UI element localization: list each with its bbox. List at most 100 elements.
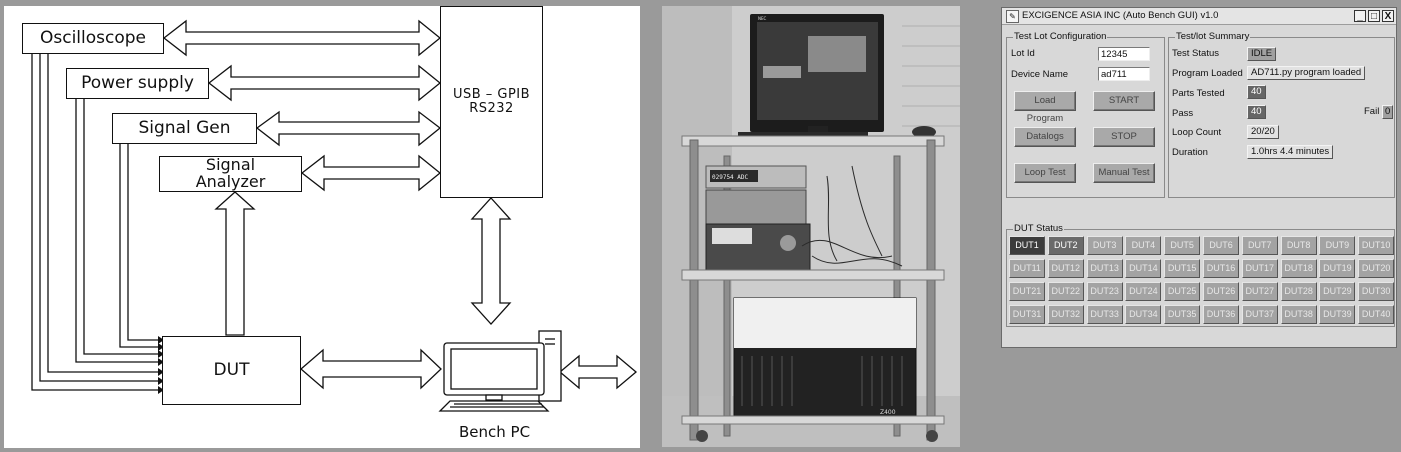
dut-button[interactable]: DUT40 [1358, 305, 1395, 324]
dut-box: DUT [162, 336, 301, 405]
signal-gen-box: Signal Gen [112, 113, 257, 144]
window-title: EXCIGENCE ASIA INC (Auto Bench GUI) v1.0 [1022, 10, 1219, 21]
dut-button[interactable]: DUT39 [1319, 305, 1356, 324]
test-status-label: Test Status [1172, 48, 1219, 59]
parts-tested-label: Parts Tested [1172, 88, 1225, 99]
dut-button[interactable]: DUT35 [1164, 305, 1201, 324]
bench-pc-label: Bench PC [459, 423, 531, 441]
parts-tested-value: 40 [1247, 85, 1266, 99]
monitor-brand: NEC [758, 16, 767, 21]
test-bench-photo: NEC 029754 ADC [662, 6, 960, 447]
device-name-field[interactable]: ad711 [1098, 67, 1150, 81]
dut-status-group: DUT Status [1006, 223, 1395, 327]
dut-button[interactable]: DUT16 [1203, 259, 1239, 278]
dut-button[interactable]: DUT3 [1086, 236, 1123, 255]
dut-button[interactable]: DUT7 [1241, 236, 1278, 255]
manual-test-button[interactable]: Manual Test [1093, 163, 1155, 183]
app-icon: ✎ [1006, 10, 1019, 23]
auto-bench-window: ✎ EXCIGENCE ASIA INC (Auto Bench GUI) v1… [1001, 7, 1397, 348]
pass-value: 40 [1247, 105, 1266, 119]
block-diagram: Oscilloscope Power supply Signal Gen Sig… [4, 6, 640, 448]
rs232-label: RS232 [469, 101, 514, 116]
oscilloscope-box: Oscilloscope [22, 23, 164, 54]
duration-value: 1.0hrs 4.4 minutes [1247, 145, 1334, 159]
dut-button[interactable]: DUT24 [1125, 282, 1162, 301]
minimize-button[interactable]: _ [1354, 10, 1366, 22]
lot-id-label: Lot Id [1011, 48, 1035, 59]
usb-gpib-box: USB – GPIB RS232 [440, 6, 543, 198]
arrow-sg-gpib [255, 110, 442, 147]
maximize-button[interactable]: □ [1368, 10, 1380, 22]
arrow-sa-gpib [300, 154, 442, 192]
close-button[interactable]: X [1382, 10, 1394, 22]
test-lot-summary-group: Test/lot Summary [1168, 31, 1395, 198]
arrow-osc-gpib [162, 19, 442, 57]
dut-button[interactable]: DUT34 [1125, 305, 1162, 324]
dut-button[interactable]: DUT23 [1086, 282, 1123, 301]
dut-button[interactable]: DUT28 [1280, 282, 1317, 301]
arrow-pc-out [558, 354, 638, 390]
signal-analyzer-box: Signal Analyzer [159, 156, 302, 192]
arrow-gpib-pc [470, 197, 512, 325]
dut-button[interactable]: DUT29 [1319, 282, 1356, 301]
dut-button[interactable]: DUT36 [1203, 305, 1239, 324]
dut-button[interactable]: DUT12 [1047, 259, 1084, 278]
dut-button[interactable]: DUT11 [1009, 259, 1045, 278]
dut-button[interactable]: DUT27 [1241, 282, 1278, 301]
loop-count-label: Loop Count [1172, 127, 1222, 138]
dut-button[interactable]: DUT33 [1086, 305, 1123, 324]
diagram-connections [31, 19, 638, 412]
multimeter-reading: 029754 ADC [712, 174, 749, 181]
program-loaded-value: AD711.py program loaded [1247, 66, 1366, 80]
dut-button[interactable]: DUT4 [1125, 236, 1162, 255]
usb-gpib-label: USB – GPIB [452, 87, 531, 103]
dut-button[interactable]: DUT1 [1009, 236, 1045, 255]
lot-id-field[interactable]: 12345 [1098, 47, 1150, 61]
start-button[interactable]: START [1093, 91, 1155, 111]
dut-button[interactable]: DUT2 [1047, 236, 1084, 255]
dut-button[interactable]: DUT38 [1280, 305, 1317, 324]
dut-button[interactable]: DUT21 [1009, 282, 1045, 301]
dut-button[interactable]: DUT18 [1280, 259, 1317, 278]
loop-count-value: 20/20 [1247, 125, 1279, 139]
dut-button[interactable]: DUT26 [1203, 282, 1239, 301]
dut-status-title: DUT Status [1013, 223, 1064, 234]
dut-button[interactable]: DUT22 [1047, 282, 1084, 301]
arrow-dut-sa [214, 191, 256, 336]
load-program-button[interactable]: Load Program [1014, 91, 1076, 124]
dut-button[interactable]: DUT5 [1164, 236, 1201, 255]
dut-button[interactable]: DUT6 [1203, 236, 1239, 255]
dut-button[interactable]: DUT25 [1164, 282, 1201, 301]
dut-button[interactable]: DUT20 [1358, 259, 1395, 278]
pass-label: Pass [1172, 108, 1194, 119]
dut-button[interactable]: DUT32 [1047, 305, 1084, 324]
duration-label: Duration [1172, 147, 1208, 158]
dut-button[interactable]: DUT31 [1009, 305, 1045, 324]
dut-button[interactable]: DUT8 [1280, 236, 1317, 255]
program-loaded-label: Program Loaded [1172, 68, 1243, 79]
title-bar[interactable]: ✎ EXCIGENCE ASIA INC (Auto Bench GUI) v1… [1002, 8, 1396, 25]
bench-pc-icon [438, 330, 562, 412]
stop-button[interactable]: STOP [1093, 127, 1155, 147]
loop-test-button[interactable]: Loop Test [1014, 163, 1076, 183]
test-lot-summary-title: Test/lot Summary [1175, 31, 1251, 42]
dut-button[interactable]: DUT17 [1241, 259, 1278, 278]
dut-button[interactable]: DUT14 [1125, 259, 1162, 278]
dut-button[interactable]: DUT19 [1319, 259, 1356, 278]
test-lot-config-group: Test Lot Configuration [1006, 31, 1165, 198]
test-lot-config-title: Test Lot Configuration [1013, 31, 1108, 42]
test-bench-image: NEC 029754 ADC [662, 6, 960, 447]
arrow-dut-pc [300, 348, 442, 390]
dut-button[interactable]: DUT13 [1086, 259, 1123, 278]
device-name-label: Device Name [1011, 69, 1069, 80]
dut-button[interactable]: DUT37 [1241, 305, 1278, 324]
arrow-ps-gpib [207, 64, 442, 102]
fail-value: 0 [1382, 105, 1394, 119]
dut-button[interactable]: DUT9 [1319, 236, 1356, 255]
pc-badge: Z400 [880, 409, 896, 416]
dut-button[interactable]: DUT10 [1358, 236, 1395, 255]
dut-button[interactable]: DUT30 [1358, 282, 1395, 301]
dut-button[interactable]: DUT15 [1164, 259, 1201, 278]
power-supply-box: Power supply [66, 68, 209, 99]
datalogs-button[interactable]: Datalogs [1014, 127, 1076, 147]
